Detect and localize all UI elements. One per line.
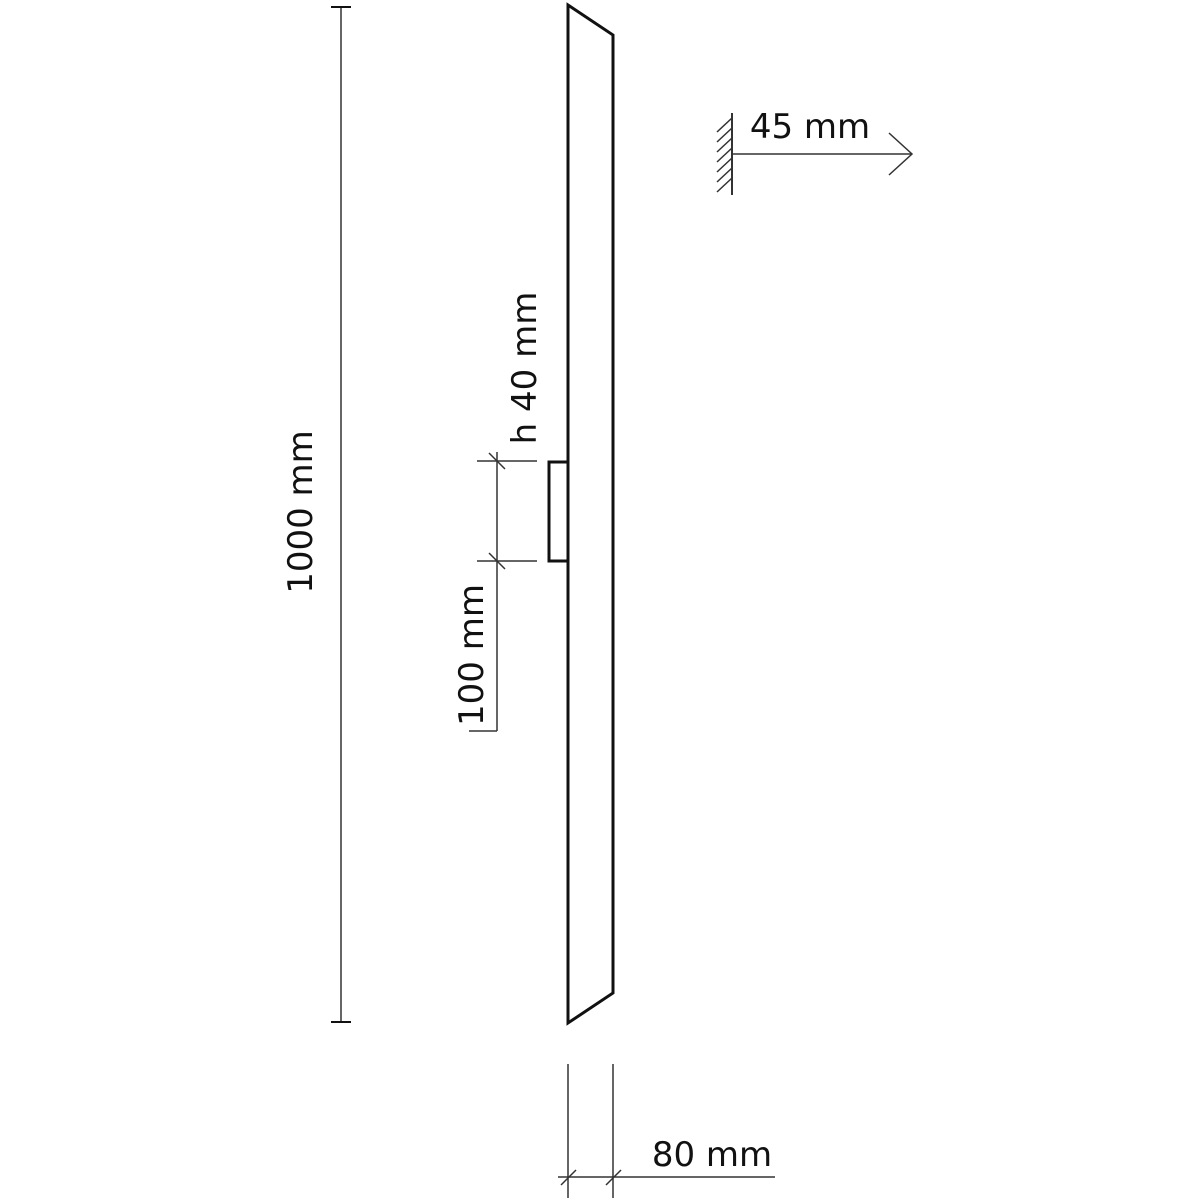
bracket-height-label: h 40 mm xyxy=(505,292,545,445)
bracket-offset-label: 100 mm xyxy=(452,584,492,726)
projection-label: 45 mm xyxy=(750,107,870,147)
lamp-body xyxy=(566,2,615,1026)
height-dimension: 1000 mm xyxy=(281,6,351,1023)
mounting-bracket xyxy=(547,460,570,563)
height-label: 1000 mm xyxy=(281,430,321,594)
projection-dimension: 45 mm xyxy=(716,107,914,195)
width-dimension: 80 mm xyxy=(558,1064,775,1198)
width-label: 80 mm xyxy=(652,1135,772,1175)
bracket-offset-dimension: 100 mm h 40 mm xyxy=(452,292,545,732)
